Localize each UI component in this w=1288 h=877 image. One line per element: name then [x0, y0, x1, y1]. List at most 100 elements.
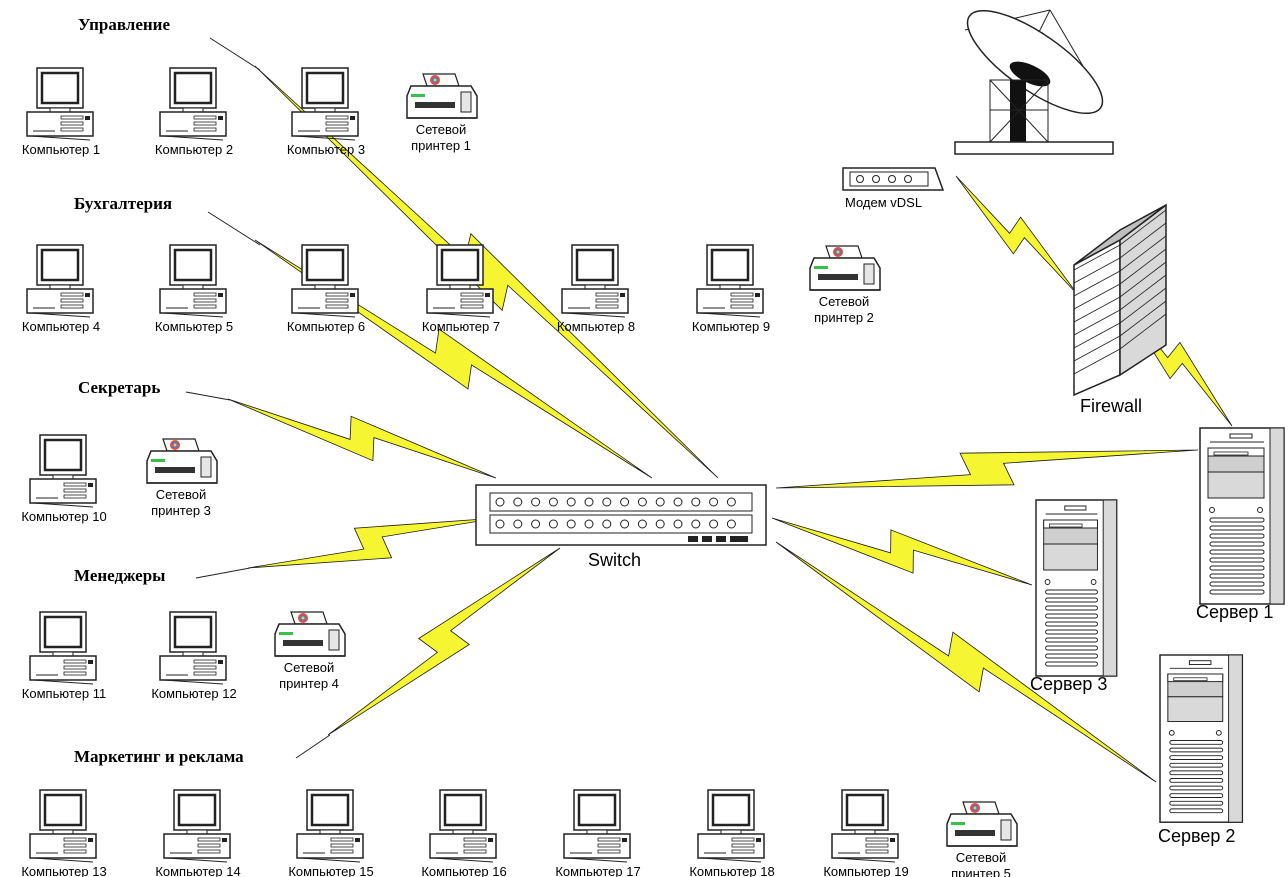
- dept-label-marketing: Маркетинг и реклама: [74, 747, 244, 766]
- desktop-computer-icon: [428, 788, 498, 864]
- modem-icon: [842, 167, 945, 191]
- switch-port: [655, 519, 665, 529]
- printer-label-line2: принтер 5: [951, 866, 1011, 877]
- modem-label: Модем vDSL: [845, 195, 922, 210]
- tower-server-icon: [1035, 499, 1118, 677]
- desktop-computer-icon: [158, 243, 228, 319]
- server-label-1: Сервер 1: [1196, 602, 1273, 622]
- firewall-label: Firewall: [1080, 396, 1142, 416]
- dept-label-management: Управление: [78, 15, 170, 34]
- switch-port: [709, 519, 719, 529]
- switch-port: [620, 497, 630, 507]
- desktop-computer-icon: [830, 788, 900, 864]
- lightning-connection: [1117, 294, 1233, 427]
- switch-port: [584, 519, 594, 529]
- switch-port: [673, 519, 683, 529]
- computer-label: Компьютер 13: [21, 864, 106, 877]
- connections: [227, 65, 1233, 783]
- tower-server-icon: [1159, 654, 1244, 823]
- switch-port: [602, 519, 612, 529]
- computer-label: Компьютер 14: [155, 864, 240, 877]
- computer-label: Компьютер 12: [151, 686, 236, 701]
- switch-port: [673, 497, 683, 507]
- desktop-computer-icon: [158, 610, 228, 686]
- switch-port: [548, 519, 558, 529]
- network-printer-icon: [406, 73, 478, 119]
- printer-label-line2: принтер 1: [411, 138, 471, 153]
- switch-port: [513, 519, 523, 529]
- computer-label: Компьютер 5: [155, 319, 233, 334]
- printer-label-line2: принтер 3: [151, 503, 211, 518]
- switch-port: [620, 519, 630, 529]
- switch-port: [602, 497, 612, 507]
- network-printer-icon: [274, 611, 346, 657]
- computer-label: Компьютер 10: [21, 509, 106, 524]
- lightning-connection: [247, 517, 499, 569]
- connector-line: [209, 37, 261, 71]
- switch-port: [709, 497, 719, 507]
- connector-line: [185, 391, 231, 401]
- printer-label-line2: принтер 2: [814, 310, 874, 325]
- switch-port: [637, 497, 647, 507]
- desktop-computer-icon: [162, 788, 232, 864]
- switch-label: Switch: [588, 550, 641, 570]
- desktop-computer-icon: [425, 243, 495, 319]
- dept-label-managers: Менеджеры: [74, 566, 165, 585]
- desktop-computer-icon: [28, 788, 98, 864]
- network-printer-icon: [946, 801, 1018, 847]
- switch-port: [691, 519, 701, 529]
- network-printer-icon: [809, 245, 881, 291]
- desktop-computer-icon: [28, 610, 98, 686]
- printer-label-line1: Сетевой: [956, 850, 1006, 865]
- server-label-3: Сервер 3: [1030, 674, 1107, 694]
- computer-label: Компьютер 16: [421, 864, 506, 877]
- network-switch-icon: [475, 484, 767, 546]
- printer-label-line1: Сетевой: [156, 487, 206, 502]
- computer-label: Компьютер 7: [422, 319, 500, 334]
- switch-port: [726, 519, 736, 529]
- computer-label: Компьютер 4: [22, 319, 100, 334]
- switch-port: [531, 497, 541, 507]
- desktop-computer-icon: [25, 243, 95, 319]
- printer-label-line1: Сетевой: [819, 294, 869, 309]
- switch-port: [584, 497, 594, 507]
- satellite-dish-icon: [954, 9, 1114, 155]
- switch-port: [655, 497, 665, 507]
- lightning-connection: [254, 239, 653, 479]
- switch-port: [566, 497, 576, 507]
- switch-port: [531, 519, 541, 529]
- computer-label: Компьютер 9: [692, 319, 770, 334]
- desktop-computer-icon: [158, 66, 228, 142]
- switch-port: [726, 497, 736, 507]
- switch-port: [495, 519, 505, 529]
- switch-port: [691, 497, 701, 507]
- desktop-computer-icon: [695, 243, 765, 319]
- computer-label: Компьютер 11: [22, 686, 106, 701]
- lightning-connection: [227, 398, 497, 479]
- desktop-computer-icon: [25, 66, 95, 142]
- switch-port: [566, 519, 576, 529]
- printer-label-line2: принтер 4: [279, 676, 339, 691]
- computer-label: Компьютер 18: [689, 864, 774, 877]
- connector-line: [207, 211, 261, 246]
- printer-label-line1: Сетевой: [416, 122, 466, 137]
- dept-label-accounting: Бухгалтерия: [74, 194, 172, 213]
- switch-port: [495, 497, 505, 507]
- network-printer-icon: [146, 438, 218, 484]
- desktop-computer-icon: [696, 788, 766, 864]
- printer-label-line1: Сетевой: [284, 660, 334, 675]
- computer-label: Компьютер 19: [823, 864, 908, 877]
- switch-port: [513, 497, 523, 507]
- computer-label: Компьютер 3: [287, 142, 365, 157]
- desktop-computer-icon: [290, 243, 360, 319]
- lightning-connection: [775, 449, 1199, 489]
- lightning-connection: [771, 517, 1033, 586]
- computer-label: Компьютер 1: [22, 142, 100, 157]
- tower-server-icon: [1199, 427, 1285, 605]
- desktop-computer-icon: [28, 433, 98, 509]
- lightning-connection: [775, 541, 1157, 783]
